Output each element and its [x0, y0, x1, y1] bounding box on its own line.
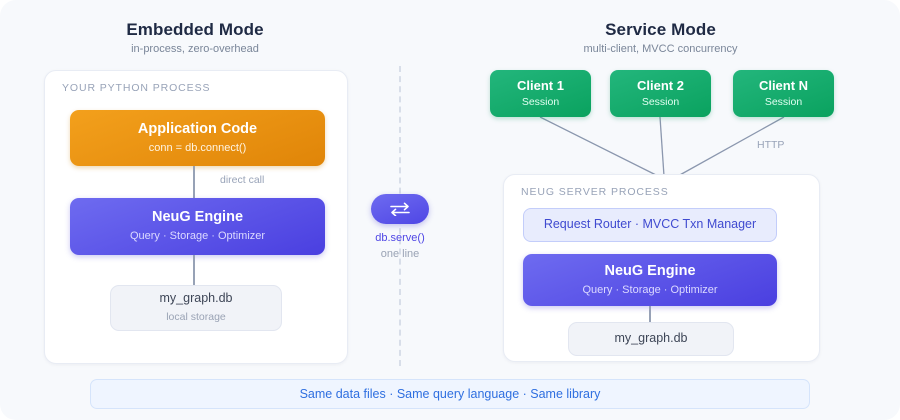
- service-mode-title: Service Mode: [605, 20, 716, 39]
- client-2-subtitle: Session: [641, 95, 680, 108]
- db-serve-caption-sub: one line: [380, 248, 420, 260]
- client-1-title: Client 1: [517, 77, 564, 93]
- service-mode-subtitle: multi-client, MVCC concurrency: [583, 43, 738, 55]
- embedded-mode-subtitle: in-process, zero-overhead: [131, 43, 259, 55]
- client-n-subtitle: Session: [764, 95, 803, 108]
- neug-server-process-panel-label: NEUG SERVER PROCESS: [521, 186, 669, 198]
- app-to-engine-connector: [193, 166, 195, 198]
- service-neug-engine-title: NeuG Engine: [604, 262, 696, 279]
- embedded-neug-engine-box[interactable]: NeuG Engine Query · Storage · Optimizer: [70, 198, 325, 255]
- local-storage-subtitle: local storage: [166, 310, 226, 323]
- application-code-box[interactable]: Application Code conn = db.connect(): [70, 110, 325, 166]
- python-process-panel-label: YOUR PYTHON PROCESS: [62, 82, 211, 94]
- engine-to-storage-connector: [193, 255, 195, 285]
- request-router-title: Request Router · MVCC Txn Manager: [543, 217, 757, 232]
- server-storage-title: my_graph.db: [614, 331, 688, 346]
- server-storage-box[interactable]: my_graph.db: [568, 322, 734, 356]
- bidirectional-arrows-icon[interactable]: [371, 194, 429, 224]
- embedded-neug-engine-subtitle: Query · Storage · Optimizer: [129, 230, 266, 243]
- client-2-title: Client 2: [637, 77, 684, 93]
- local-storage-box[interactable]: my_graph.db local storage: [110, 285, 282, 331]
- application-code-subtitle: conn = db.connect(): [148, 141, 247, 154]
- db-serve-caption: db.serve(): [375, 232, 425, 244]
- footer-text: Same data files · Same query language · …: [299, 387, 601, 401]
- client-1-subtitle: Session: [521, 95, 560, 108]
- application-code-title: Application Code: [137, 120, 258, 137]
- service-engine-to-storage-connector: [649, 306, 651, 324]
- client-box-2[interactable]: Client 2 Session: [610, 70, 711, 117]
- embedded-mode-title: Embedded Mode: [126, 20, 264, 39]
- service-neug-engine-box[interactable]: NeuG Engine Query · Storage · Optimizer: [523, 254, 777, 306]
- service-neug-engine-subtitle: Query · Storage · Optimizer: [582, 283, 718, 296]
- client-box-n[interactable]: Client N Session: [733, 70, 834, 117]
- client-n-title: Client N: [758, 77, 809, 93]
- footer-banner: Same data files · Same query language · …: [90, 379, 810, 409]
- request-router-box[interactable]: Request Router · MVCC Txn Manager: [523, 208, 777, 242]
- direct-call-label: direct call: [220, 174, 265, 186]
- embedded-neug-engine-title: NeuG Engine: [151, 209, 244, 226]
- http-label: HTTP: [757, 139, 785, 151]
- local-storage-title: my_graph.db: [159, 291, 233, 306]
- client-box-1[interactable]: Client 1 Session: [490, 70, 591, 117]
